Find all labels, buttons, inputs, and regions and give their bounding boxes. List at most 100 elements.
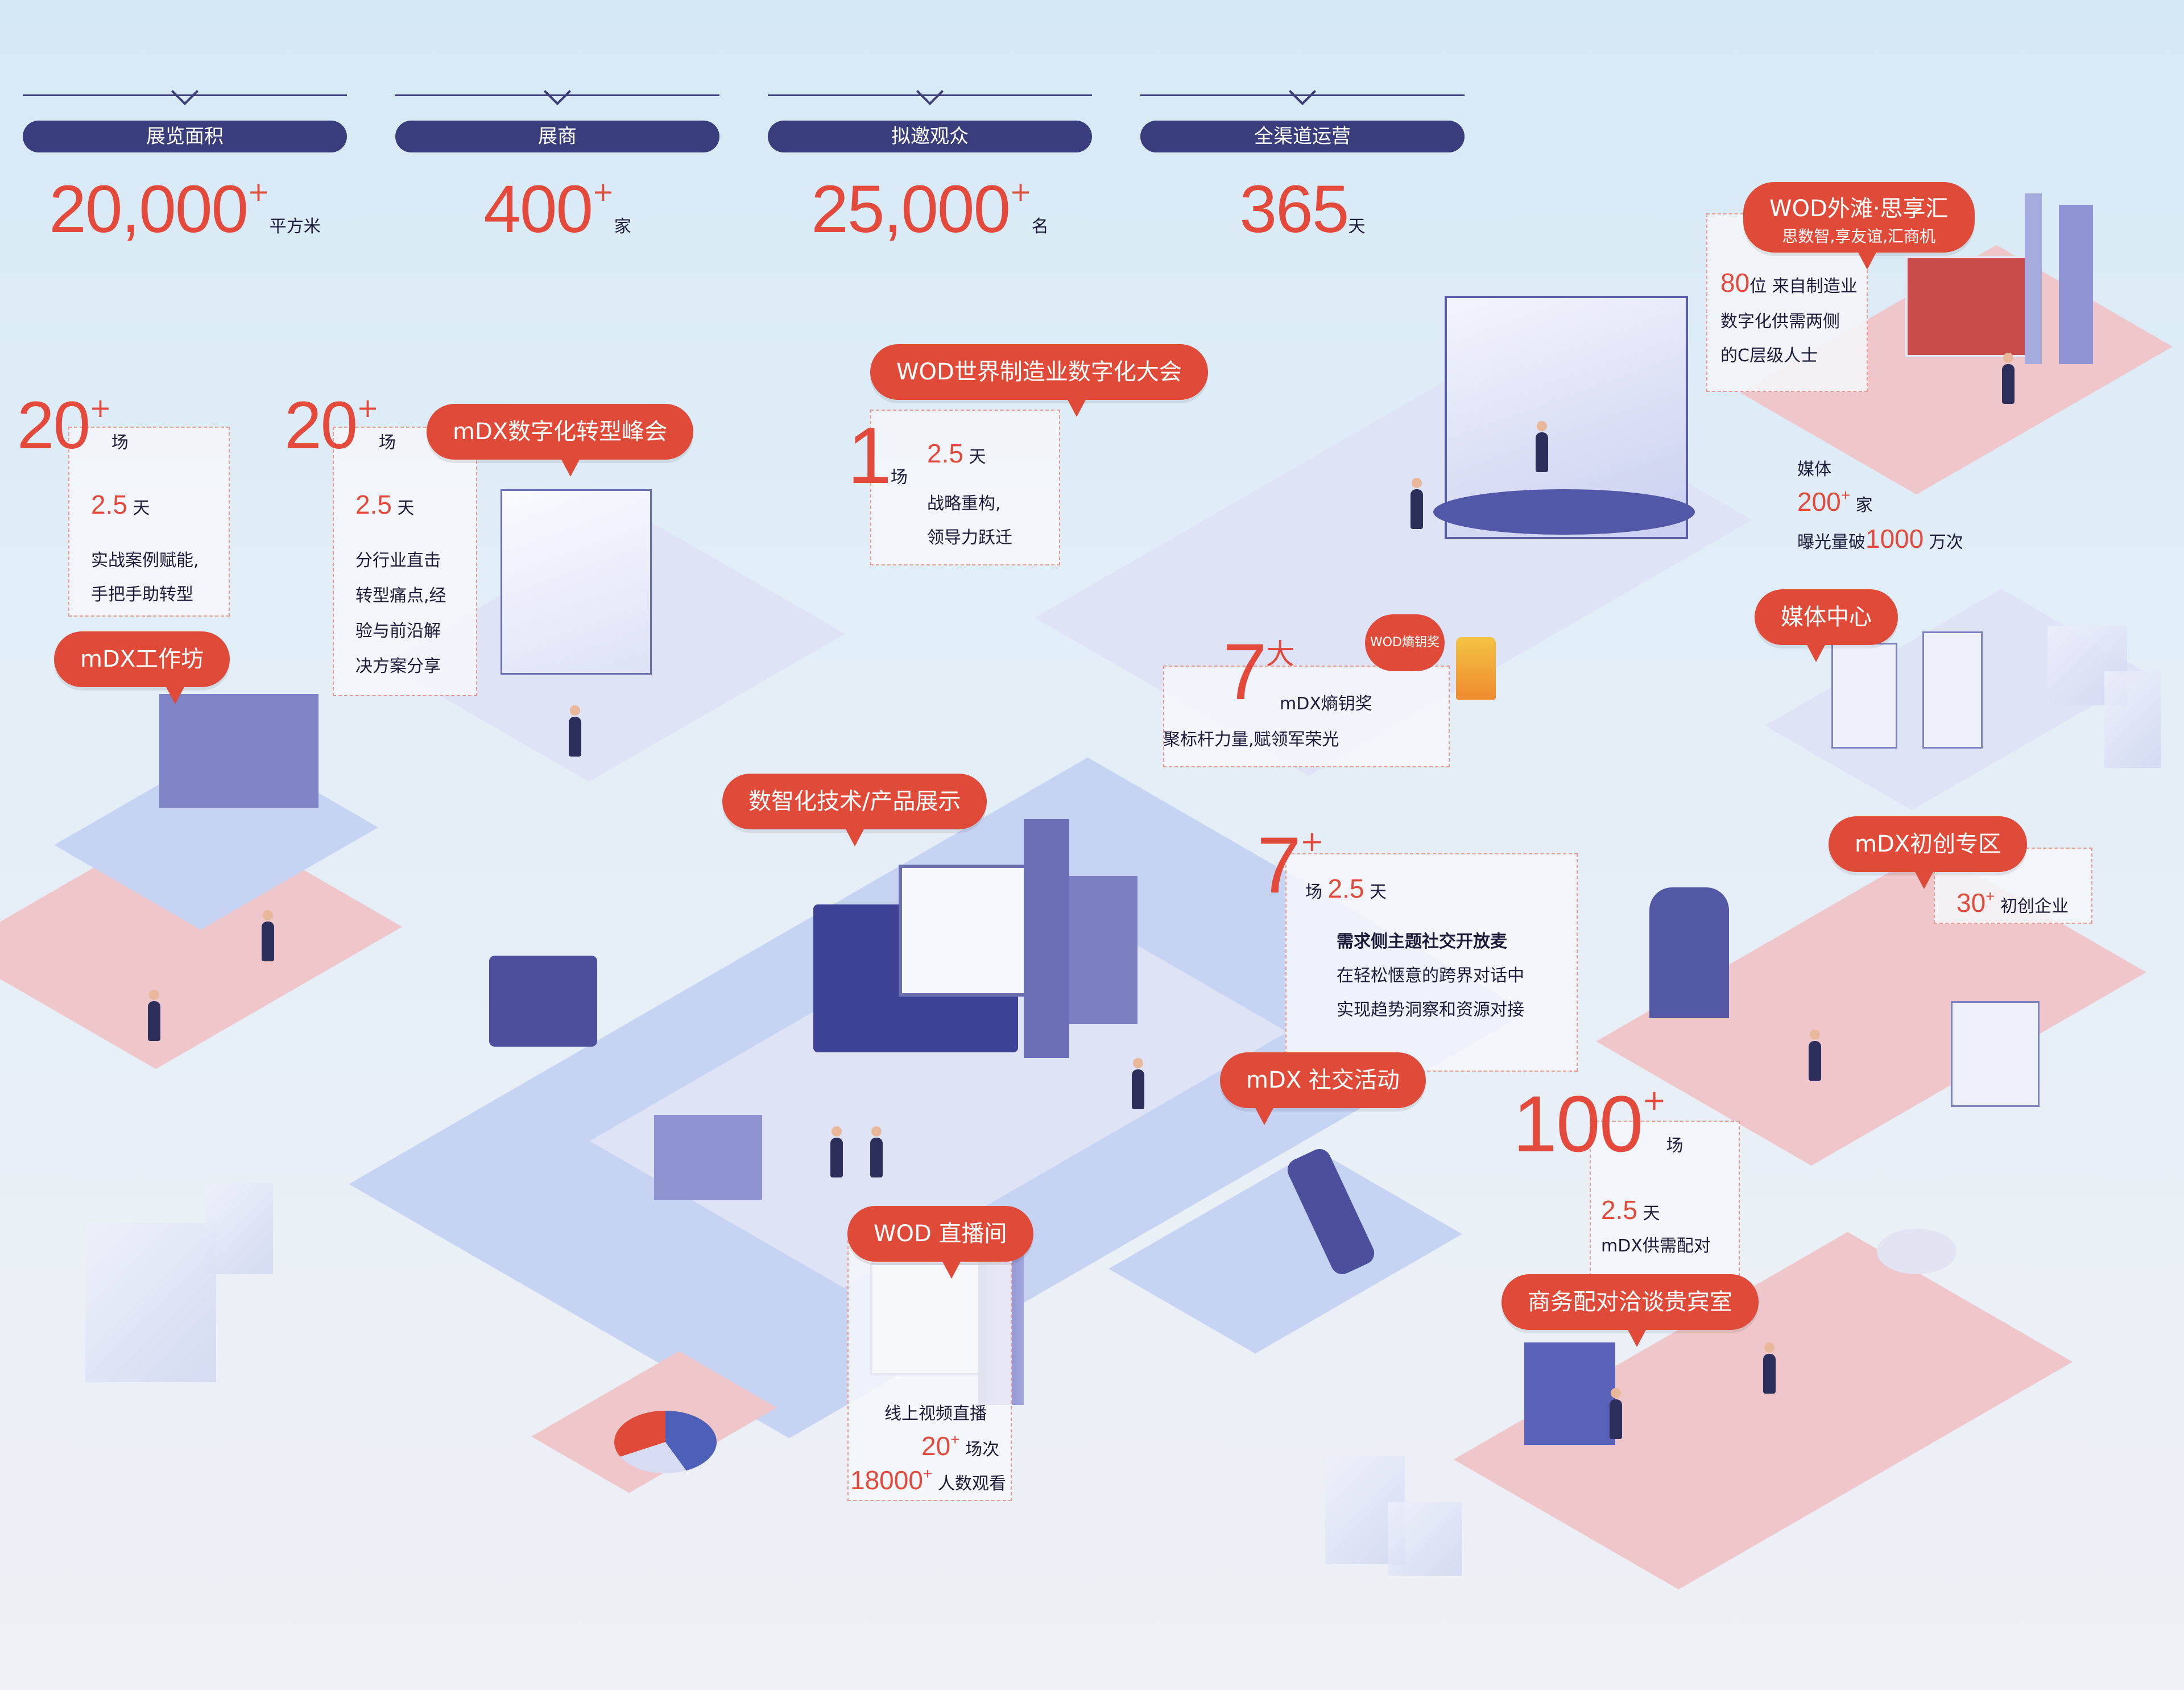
bg-cube [1388,1502,1462,1576]
live-panel [847,1240,1012,1501]
tech-cube [654,1115,762,1200]
workshop-line2: 手把手助转型 [91,585,193,605]
stat-value: 365天 [1239,172,1366,247]
award-panel [1163,666,1450,767]
tech-tablet [489,956,597,1047]
workshop-line1: 实战案例赋能, [91,551,199,571]
summit-line2: 转型痛点,经 [355,586,446,606]
workshop-bubble: mDX工作坊 [54,631,230,704]
person-figure [830,1126,843,1177]
conference-count: 1场 [847,411,908,500]
social-bubble: mDX 社交活动 [1220,1052,1426,1125]
matching-table [1877,1229,1956,1274]
person-figure [262,910,274,961]
person-figure [569,705,581,757]
live-pie-prop [614,1411,717,1473]
bg-cube [205,1183,273,1274]
person-figure [1763,1342,1776,1394]
tech-server-stack [1069,876,1138,1024]
bund-bubble: WOD外滩·思享汇 思数智,享友谊,汇商机 [1743,182,1975,270]
media-booth [1831,643,1897,749]
conference-bubble: WOD世界制造业数字化大会 [870,344,1208,417]
bg-cube [85,1223,216,1382]
stat-label: 拟邀观众 [768,121,1092,152]
conference-line2: 领导力跃迁 [927,528,1012,548]
summit-panel [333,427,477,696]
person-figure [1132,1058,1144,1109]
summit-count: 20+场 [284,388,396,463]
chevron-down-icon [171,77,199,106]
matching-screen [1524,1342,1615,1445]
workshop-days: 2.5 天 [91,490,150,519]
live-viewers: 18000+ 人数观看 [850,1465,1006,1495]
bund-line2: 数字化供需两侧 [1720,312,1840,332]
tech-bubble: 数智化技术/产品展示 [722,774,987,846]
live-line1: 线上视频直播 [884,1404,987,1424]
startup-booth [1951,1001,2040,1107]
award-trophy [1456,637,1496,700]
stat-visitors: 拟邀观众 25,000+名 [768,77,1092,250]
media-count: 200+ 家 [1797,486,1873,516]
stat-value: 400+家 [483,172,631,247]
social-line3: 实现趋势洞察和资源对接 [1337,1000,1524,1020]
person-figure [870,1126,883,1177]
startup-booth [1649,887,1729,1018]
award-name: mDX熵钥奖 [1280,694,1372,714]
summit-line1: 分行业直击 [355,551,441,571]
summit-bubble: mDX数字化转型峰会 [427,404,694,477]
stat-label: 展商 [395,121,719,152]
bund-screen [1905,256,2035,357]
stat-value: 25,000+名 [811,172,1049,247]
social-days: 场 2.5 天 [1305,874,1387,903]
media-booth [1922,631,1983,749]
award-count: 7大 [1223,627,1294,716]
workshop-count: 20+场 [17,388,129,463]
summit-days: 2.5 天 [355,490,415,519]
bg-cube [2104,671,2161,768]
live-bubble: WOD 直播间 [847,1206,1033,1279]
bund-line3: 的C层级人士 [1720,346,1818,366]
media-exposure: 曝光量破1000 万次 [1797,524,1963,553]
conference-panel [870,410,1060,565]
bund-tower [2059,205,2093,364]
social-line1: 需求侧主题社交开放麦 [1337,932,1507,952]
person-figure [1610,1388,1622,1439]
chevron-down-icon [916,77,944,106]
person-figure [2002,353,2015,404]
person-figure [1410,478,1423,529]
conference-days: 2.5 天 [927,439,986,468]
matching-line1: mDX供需配对 [1601,1236,1711,1256]
summit-line3: 验与前沿解 [355,621,441,641]
media-bubble: 媒体中心 [1755,589,1898,662]
bund-line1: 80位 来自制造业 [1720,268,1858,297]
tech-server-stack [1024,819,1069,1058]
workshop-booth [159,694,318,808]
person-figure [1536,421,1548,472]
stat-operation: 全渠道运营 365天 [1140,77,1465,250]
stat-divider [395,94,719,96]
stat-divider [768,94,1092,96]
media-label: 媒体 [1797,460,1831,480]
workshop-panel [68,427,230,617]
stat-divider [1140,94,1465,96]
live-count: 20+ 场次 [921,1431,1000,1461]
social-panel [1285,853,1578,1072]
conference-line1: 战略重构, [927,494,1001,514]
award-badge: WOD熵钥奖 [1365,614,1445,671]
stat-label: 展览面积 [23,121,347,152]
social-count: 7+ [1257,820,1324,910]
matching-bubble: 商务配对洽谈贵宾室 [1502,1274,1759,1347]
stat-divider [23,94,347,96]
bund-tower [2025,193,2042,364]
summit-booth [500,489,652,675]
social-line2: 在轻松惬意的跨界对话中 [1337,966,1524,986]
startup-count: 30+ 初创企业 [1956,887,2069,918]
stat-value: 20,000+平方米 [49,172,321,247]
chevron-down-icon [1288,77,1317,106]
chevron-down-icon [543,77,572,106]
award-line: 聚标杆力量,赋领军荣光 [1163,730,1339,750]
conference-stage [1433,489,1695,535]
summit-line4: 决方案分享 [355,656,441,676]
stat-area: 展览面积 20,000+平方米 [23,77,347,250]
matching-days: 2.5 天 [1601,1195,1660,1225]
